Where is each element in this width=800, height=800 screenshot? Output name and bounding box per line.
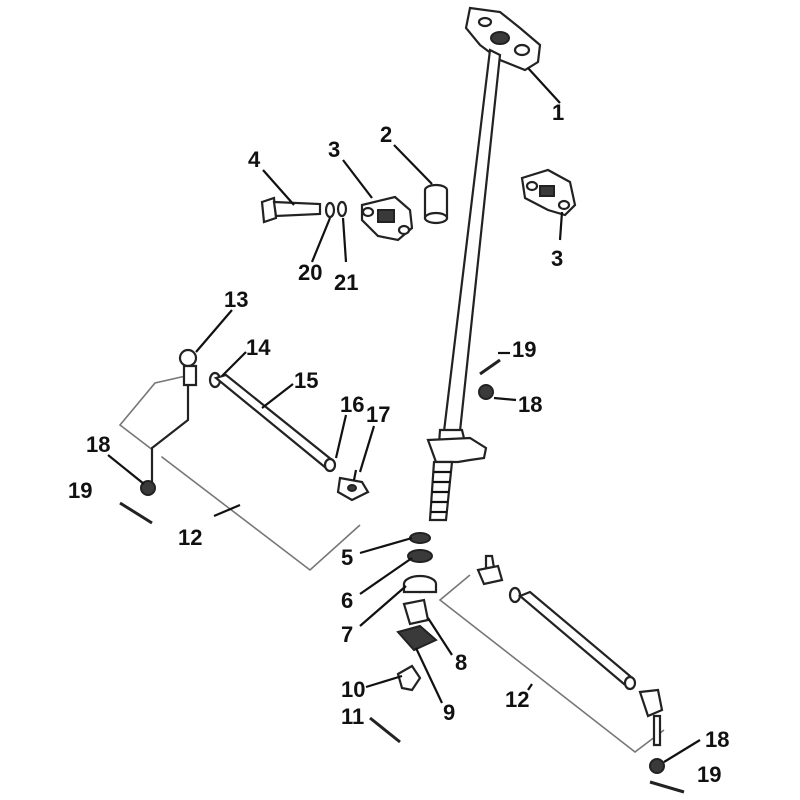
steering-column (426, 6, 542, 522)
leader-lines (107, 67, 701, 763)
callout-19-right: 19 (697, 762, 721, 787)
washer-20 (324, 201, 336, 219)
callout-16: 16 (340, 392, 364, 417)
callout-3-left: 3 (328, 137, 340, 162)
bushing (423, 183, 449, 225)
callout-18-left: 18 (86, 432, 110, 457)
callout-19-left: 19 (68, 478, 92, 503)
cotter-pin-19 (479, 358, 501, 376)
callout-9: 9 (443, 700, 455, 725)
clamp-half-left (360, 195, 414, 242)
callout-3-right: 3 (551, 246, 563, 271)
callout-10: 10 (341, 677, 365, 702)
callout-13: 13 (224, 287, 248, 312)
callout-18-right: 18 (705, 727, 729, 752)
callout-20: 20 (298, 260, 322, 285)
callout-12-right: 12 (505, 687, 529, 712)
callout-18-mid: 18 (518, 392, 542, 417)
center-stack (369, 532, 438, 744)
callout-21: 21 (334, 270, 358, 295)
callout-15: 15 (294, 368, 318, 393)
callout-6: 6 (341, 588, 353, 613)
callout-12-left: 12 (178, 525, 202, 550)
callout-5: 5 (341, 545, 353, 570)
callout-labels: 1 2 3 3 4 5 6 7 8 9 10 11 12 12 13 14 15… (68, 100, 729, 787)
callout-2: 2 (380, 122, 392, 147)
callout-11: 11 (341, 704, 364, 729)
tie-rod-right (438, 554, 685, 794)
callout-1: 1 (552, 100, 564, 125)
callout-7: 7 (341, 622, 353, 647)
tie-rod-left (118, 348, 370, 572)
castle-nut-18 (478, 384, 494, 400)
clamp-half-right (520, 168, 577, 217)
callout-14: 14 (246, 335, 271, 360)
callout-4: 4 (248, 147, 261, 172)
callout-8: 8 (455, 650, 467, 675)
bolt (260, 196, 322, 224)
washer-21 (336, 200, 348, 218)
callout-17: 17 (366, 402, 390, 427)
callout-19-mid: 19 (512, 337, 536, 362)
